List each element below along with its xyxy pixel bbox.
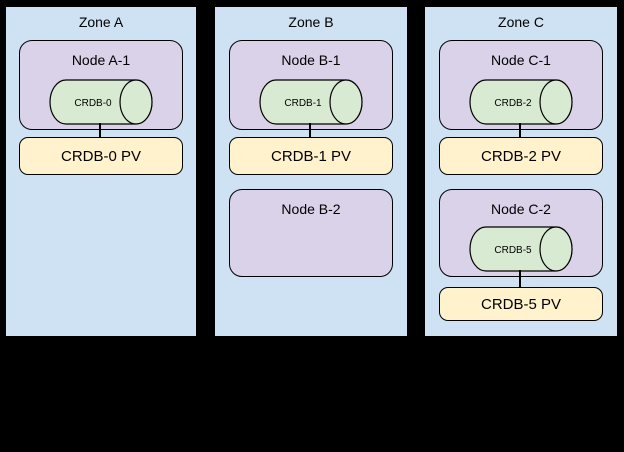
zone-a-title: Zone A (78, 14, 124, 30)
node-c1: Node C-1 CRDB-2 (439, 40, 603, 130)
crdb-1-label: CRDB-1 (284, 98, 322, 109)
zone-b: Zone B Node B-1 CRDB-1 CRDB-1 PV Node B-… (213, 5, 409, 338)
node-c2: Node C-2 CRDB-5 (439, 189, 603, 277)
crdb-1-database-cylinder-icon: CRDB-1 (259, 79, 363, 125)
connector-crdb5-to-pv (519, 270, 521, 288)
connector-crdb2-to-pv (519, 123, 521, 138)
node-a1: Node A-1 CRDB-0 (19, 40, 183, 130)
crdb-0-pv-label: CRDB-0 PV (60, 147, 142, 165)
zone-c: Zone C Node C-1 CRDB-2 CRDB-2 PV Node C-… (423, 5, 619, 338)
crdb-0-pv: CRDB-0 PV (19, 137, 183, 175)
node-c2-title: Node C-2 (491, 201, 551, 217)
node-b2: Node B-2 (229, 189, 393, 277)
node-c1-title: Node C-1 (491, 52, 551, 68)
zone-b-title: Zone B (288, 14, 334, 30)
crdb-0-database-cylinder-icon: CRDB-0 (49, 79, 153, 125)
crdb-2-database-cylinder-icon: CRDB-2 (469, 79, 573, 125)
node-b1: Node B-1 CRDB-1 (229, 40, 393, 130)
crdb-1-pv: CRDB-1 PV (229, 137, 393, 175)
connector-crdb1-to-pv (309, 123, 311, 138)
crdb-2-label: CRDB-2 (494, 98, 532, 109)
connector-crdb0-to-pv (99, 123, 101, 138)
crdb-1-pv-label: CRDB-1 PV (270, 147, 352, 165)
crdb-5-pv-label: CRDB-5 PV (480, 295, 562, 313)
crdb-5-label: CRDB-5 (494, 245, 532, 256)
zone-a: Zone A Node A-1 CRDB-0 CRDB-0 PV (4, 5, 198, 338)
crdb-0-label: CRDB-0 (74, 98, 112, 109)
crdb-2-pv-label: CRDB-2 PV (480, 147, 562, 165)
crdb-2-pv: CRDB-2 PV (439, 137, 603, 175)
node-b2-title: Node B-2 (281, 201, 341, 217)
node-a1-title: Node A-1 (71, 52, 131, 68)
crdb-5-pv: CRDB-5 PV (439, 287, 603, 321)
zone-c-title: Zone C (498, 14, 544, 30)
node-b1-title: Node B-1 (281, 52, 341, 68)
crdb-5-database-cylinder-icon: CRDB-5 (469, 226, 573, 272)
